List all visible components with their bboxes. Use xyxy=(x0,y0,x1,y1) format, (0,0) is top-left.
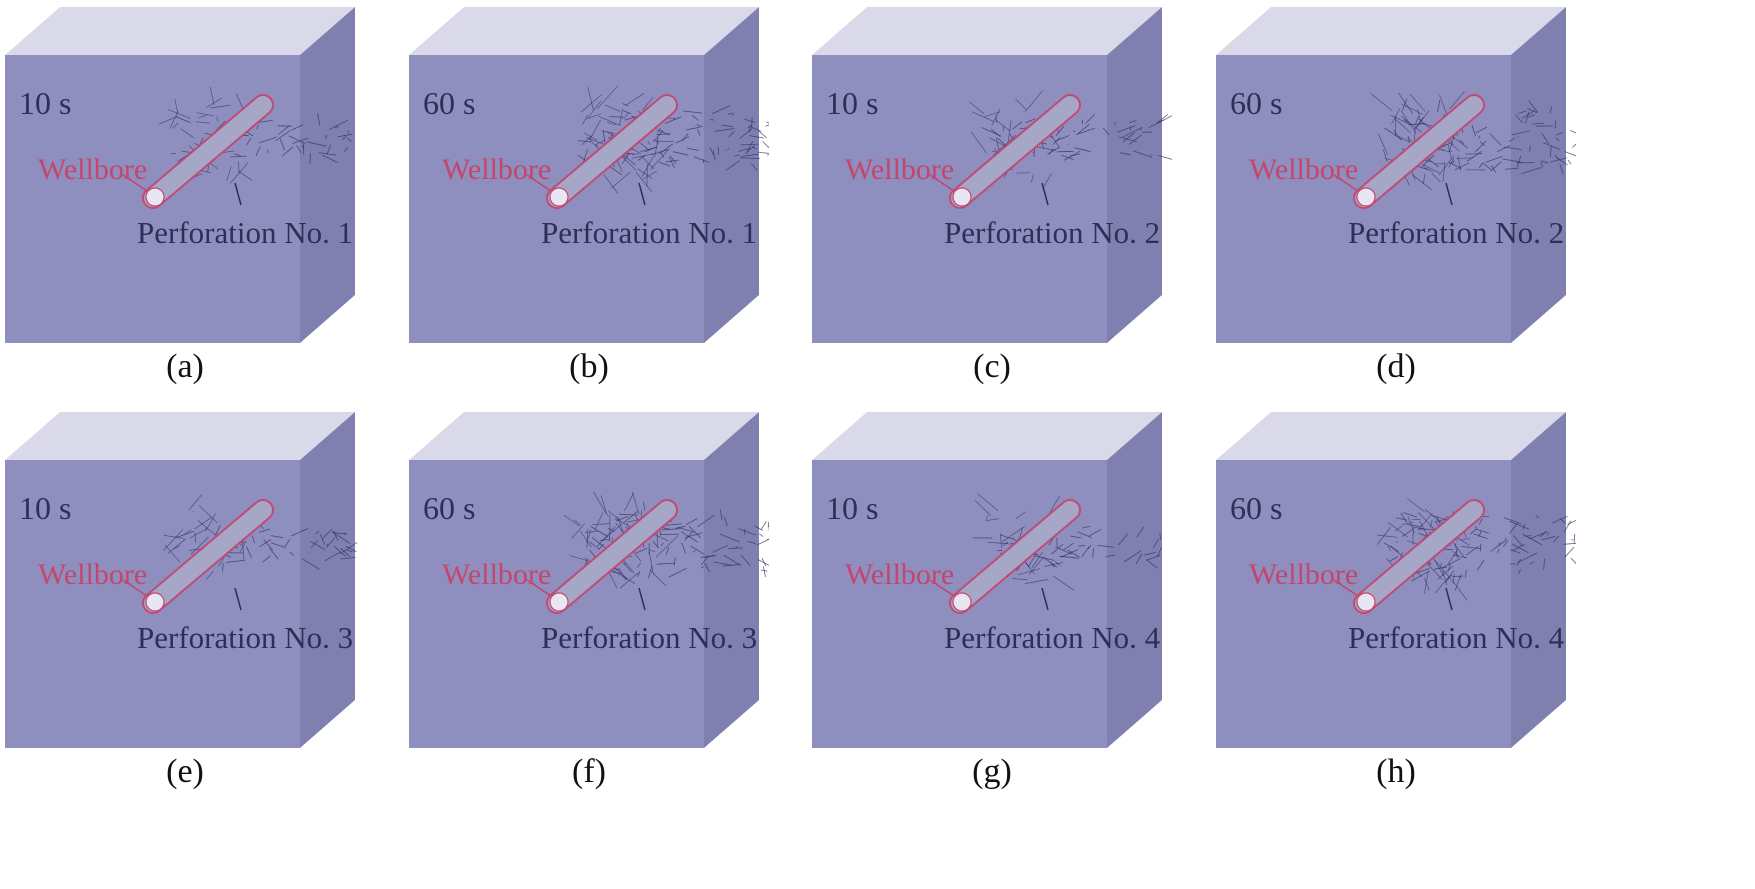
cube-diagram xyxy=(5,412,358,748)
cube-side-face xyxy=(704,412,759,748)
panel-caption: (a) xyxy=(166,348,204,385)
time-label: 10 s xyxy=(826,490,879,526)
wellbore-end xyxy=(145,592,165,612)
wellbore-pipe xyxy=(949,499,1081,614)
cube-diagram xyxy=(1216,412,1576,748)
panel-caption: (b) xyxy=(569,348,609,385)
panel-caption: (d) xyxy=(1376,348,1416,385)
perforation-leader-line xyxy=(234,587,242,611)
perforation-leader-line xyxy=(234,182,242,206)
wellbore-leader-line xyxy=(929,174,955,192)
panel-caption: (c) xyxy=(973,348,1011,385)
wellbore-label: Wellbore xyxy=(38,153,148,186)
time-label: 60 s xyxy=(1230,85,1283,121)
cube-top-face xyxy=(5,412,355,460)
cube-side-face xyxy=(1107,412,1162,748)
wellbore-label: Wellbore xyxy=(442,153,552,186)
wellbore-label: Wellbore xyxy=(845,153,955,186)
cube-diagram xyxy=(812,7,1172,343)
perforation-leader-line xyxy=(1041,182,1049,206)
cube-diagram xyxy=(409,412,769,748)
cube-side-face xyxy=(300,412,355,748)
panel-caption: (f) xyxy=(572,753,606,790)
panel-c: 10 s Wellbore Perforation No. 2 xyxy=(812,5,1252,445)
cube-side-face xyxy=(300,7,355,343)
cube-top-face xyxy=(812,412,1162,460)
wellbore-label: Wellbore xyxy=(845,558,955,591)
cube-side-face xyxy=(1107,7,1162,343)
wellbore-label: Wellbore xyxy=(442,558,552,591)
panel-caption: (h) xyxy=(1376,753,1416,790)
wellbore-end xyxy=(1356,592,1376,612)
perforation-label: Perforation No. 2 xyxy=(1348,215,1565,250)
time-label: 60 s xyxy=(423,490,476,526)
wellbore-pipe xyxy=(142,94,274,209)
wellbore-leader-line xyxy=(526,579,552,597)
perforation-leader-line xyxy=(638,587,646,611)
cube-diagram xyxy=(409,7,769,343)
cube-diagram xyxy=(812,412,1162,748)
wellbore-leader-line xyxy=(122,579,148,597)
perforation-leader-line xyxy=(638,182,646,206)
wellbore-pipe xyxy=(142,499,274,614)
cube-diagram xyxy=(1216,7,1576,343)
cube-diagram xyxy=(5,7,355,343)
cube-top-face xyxy=(409,412,759,460)
cube-top-face xyxy=(409,7,759,55)
panel-h: 60 s Wellbore Perforation No. 4 xyxy=(1216,410,1656,850)
time-label: 60 s xyxy=(1230,490,1283,526)
cube-side-face xyxy=(704,7,759,343)
panel-g: 10 s Wellbore Perforation No. 4 xyxy=(812,410,1252,850)
panel-d: 60 s Wellbore Perforation No. 2 xyxy=(1216,5,1656,445)
wellbore-pipe xyxy=(1353,499,1485,614)
wellbore-end xyxy=(549,187,569,207)
wellbore-label: Wellbore xyxy=(1249,153,1359,186)
panel-caption: (e) xyxy=(166,753,204,790)
time-label: 10 s xyxy=(826,85,879,121)
cube-top-face xyxy=(812,7,1162,55)
wellbore-end xyxy=(145,187,165,207)
wellbore-label: Wellbore xyxy=(38,558,148,591)
cube-top-face xyxy=(1216,7,1566,55)
wellbore-end xyxy=(549,592,569,612)
cube-top-face xyxy=(5,7,355,55)
wellbore-leader-line xyxy=(929,579,955,597)
perforation-label: Perforation No. 4 xyxy=(1348,620,1565,655)
perforation-label: Perforation No. 1 xyxy=(137,215,354,250)
wellbore-pipe xyxy=(949,94,1081,209)
wellbore-end xyxy=(952,592,972,612)
wellbore-leader-line xyxy=(1333,579,1359,597)
wellbore-pipe xyxy=(546,94,678,209)
wellbore-pipe xyxy=(546,499,678,614)
panel-a: 10 s Wellbore Perforation No. 1 xyxy=(5,5,445,445)
wellbore-leader-line xyxy=(1333,174,1359,192)
panel-caption: (g) xyxy=(972,753,1012,790)
time-label: 10 s xyxy=(19,490,72,526)
perforation-leader-line xyxy=(1445,587,1453,611)
panel-b: 60 s Wellbore Perforation No. 1 xyxy=(409,5,849,445)
wellbore-leader-line xyxy=(526,174,552,192)
perforation-label: Perforation No. 3 xyxy=(541,620,758,655)
time-label: 10 s xyxy=(19,85,72,121)
wellbore-end xyxy=(1356,187,1376,207)
wellbore-end xyxy=(952,187,972,207)
perforation-leader-line xyxy=(1445,182,1453,206)
perforation-leader-line xyxy=(1041,587,1049,611)
perforation-label: Perforation No. 2 xyxy=(944,215,1161,250)
panel-f: 60 s Wellbore Perforation No. 3 xyxy=(409,410,849,850)
panel-e: 10 s Wellbore Perforation No. 3 xyxy=(5,410,445,850)
perforation-label: Perforation No. 1 xyxy=(541,215,758,250)
perforation-label: Perforation No. 3 xyxy=(137,620,354,655)
cube-top-face xyxy=(1216,412,1566,460)
time-label: 60 s xyxy=(423,85,476,121)
wellbore-pipe xyxy=(1353,94,1485,209)
wellbore-label: Wellbore xyxy=(1249,558,1359,591)
perforation-label: Perforation No. 4 xyxy=(944,620,1161,655)
cube-side-face xyxy=(1511,412,1566,748)
cube-side-face xyxy=(1511,7,1566,343)
wellbore-leader-line xyxy=(122,174,148,192)
